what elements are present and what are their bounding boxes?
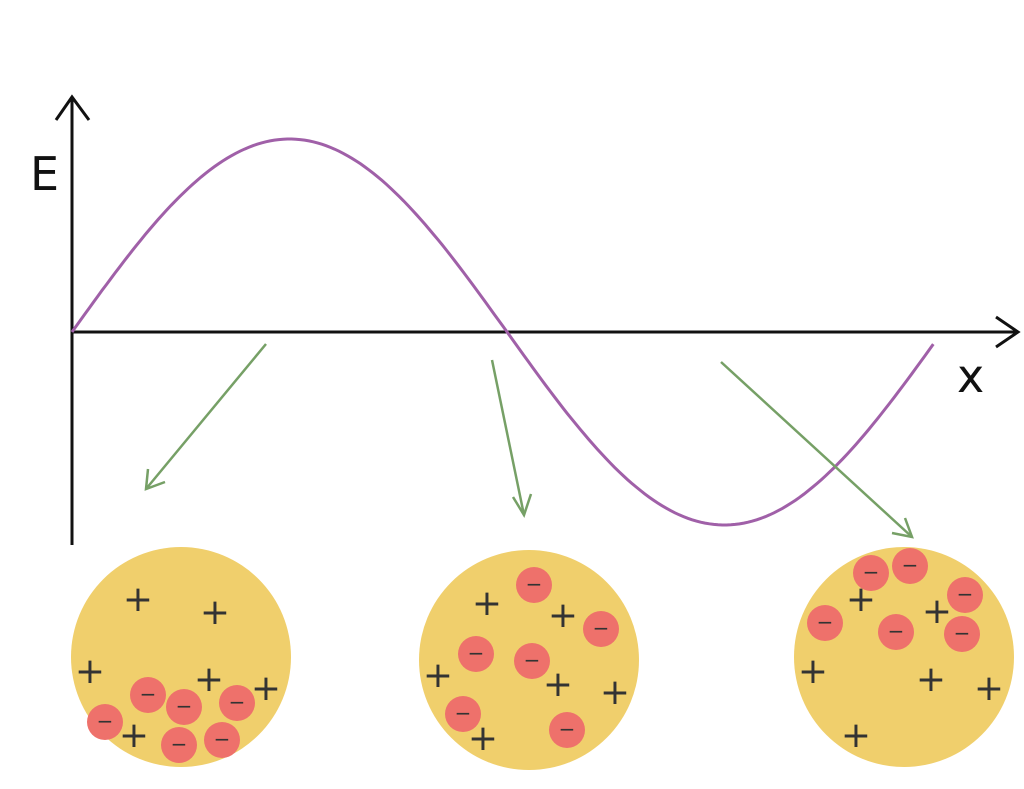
electron: − bbox=[204, 722, 240, 758]
negative-charge-sign: − bbox=[455, 701, 472, 725]
positive-charge-sign: + bbox=[600, 672, 630, 713]
positive-charge-sign: + bbox=[543, 664, 573, 705]
electron: − bbox=[514, 643, 550, 679]
negative-charge-sign: − bbox=[140, 682, 157, 706]
negative-charge-sign: − bbox=[559, 717, 576, 741]
electric-field-wave bbox=[70, 137, 935, 527]
electron: − bbox=[516, 567, 552, 603]
electron: − bbox=[807, 605, 843, 641]
negative-charge-sign: − bbox=[214, 727, 231, 751]
electron-body bbox=[514, 643, 550, 679]
electron-body bbox=[204, 722, 240, 758]
positive-charge-sign: + bbox=[194, 659, 224, 700]
negative-charge-sign: − bbox=[468, 641, 485, 665]
positive-charge-sign: + bbox=[798, 651, 828, 692]
arrow-right-head bbox=[891, 517, 914, 539]
electron: − bbox=[892, 548, 928, 584]
electron-body bbox=[944, 616, 980, 652]
electron-body bbox=[445, 696, 481, 732]
positive-charge-sign: + bbox=[916, 659, 946, 700]
pointer-arrows bbox=[144, 343, 914, 539]
negative-charge-sign: − bbox=[171, 732, 188, 756]
electron: − bbox=[947, 577, 983, 613]
axes: E x bbox=[30, 94, 1021, 545]
negative-charge-sign: − bbox=[229, 690, 246, 714]
positive-charge-sign: + bbox=[974, 668, 1004, 709]
arrow-middle bbox=[490, 359, 526, 516]
positive-charge-sign: + bbox=[841, 715, 871, 756]
electron-body bbox=[549, 712, 585, 748]
electron: − bbox=[458, 636, 494, 672]
electron: − bbox=[161, 727, 197, 763]
positive-charge-sign: + bbox=[251, 668, 281, 709]
electron-body bbox=[947, 577, 983, 613]
arrow-right bbox=[720, 361, 913, 538]
electron-body bbox=[458, 636, 494, 672]
electron: − bbox=[445, 696, 481, 732]
negative-charge-sign: − bbox=[954, 621, 971, 645]
electron: − bbox=[219, 685, 255, 721]
electron: − bbox=[944, 616, 980, 652]
positive-charge-sign: + bbox=[119, 715, 149, 756]
x-axis-label: x bbox=[957, 349, 984, 403]
positive-charge-sign: + bbox=[200, 592, 230, 633]
electron: − bbox=[166, 689, 202, 725]
negative-charge-sign: − bbox=[957, 582, 974, 606]
negative-charge-sign: − bbox=[176, 694, 193, 718]
negative-charge-sign: − bbox=[902, 553, 919, 577]
negative-charge-sign: − bbox=[888, 619, 905, 643]
electron-body bbox=[892, 548, 928, 584]
arrow-middle-head bbox=[511, 493, 533, 518]
positive-charge-sign: + bbox=[472, 583, 502, 624]
negative-charge-sign: − bbox=[524, 648, 541, 672]
negative-charge-sign: − bbox=[817, 610, 834, 634]
negative-charge-sign: − bbox=[593, 616, 610, 640]
arrow-left bbox=[145, 343, 267, 490]
electron-body bbox=[87, 704, 123, 740]
positive-charge-sign: + bbox=[548, 595, 578, 636]
electron-body bbox=[130, 677, 166, 713]
arrow-left-head bbox=[144, 468, 166, 491]
positive-charge-sign: + bbox=[423, 655, 453, 696]
electron-body bbox=[219, 685, 255, 721]
electron-body bbox=[516, 567, 552, 603]
electron-body bbox=[161, 727, 197, 763]
negative-charge-sign: − bbox=[526, 572, 543, 596]
positive-charge-sign: + bbox=[75, 651, 105, 692]
electron: − bbox=[549, 712, 585, 748]
electron: − bbox=[878, 614, 914, 650]
negative-charge-sign: − bbox=[863, 560, 880, 584]
particle-left: ++++++−−−−−− bbox=[71, 547, 291, 767]
negative-charge-sign: − bbox=[97, 709, 114, 733]
x-axis-arrowhead bbox=[995, 315, 1021, 349]
y-axis-arrowhead bbox=[54, 94, 91, 121]
electron: − bbox=[87, 704, 123, 740]
electron-body bbox=[166, 689, 202, 725]
particle-middle: ++++++−−−−−− bbox=[419, 550, 639, 770]
particles: ++++++−−−−−−++++++−−−−−−++++++−−−−−− bbox=[71, 547, 1014, 770]
particle-right: ++++++−−−−−− bbox=[794, 547, 1014, 767]
electron-body bbox=[807, 605, 843, 641]
electron: − bbox=[853, 555, 889, 591]
electron-body bbox=[853, 555, 889, 591]
positive-charge-sign: + bbox=[123, 579, 153, 620]
y-axis-label: E bbox=[30, 147, 59, 201]
electron-body bbox=[583, 611, 619, 647]
electron: − bbox=[583, 611, 619, 647]
electron: − bbox=[130, 677, 166, 713]
electron-body bbox=[878, 614, 914, 650]
